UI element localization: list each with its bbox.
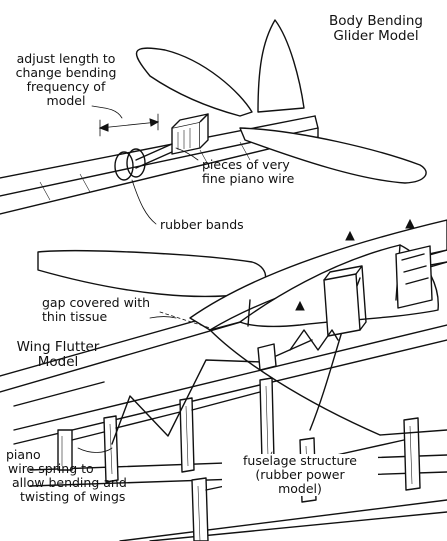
- fuselage-line-3: model): [278, 481, 322, 496]
- flutter-cross-bars: [13, 381, 405, 491]
- fuselage-line-1: fuselage structure: [243, 453, 357, 468]
- glider-model: [0, 19, 427, 298]
- piano-spring-label: piano wire spring to allow bending and t…: [6, 448, 127, 504]
- fuselage-label: fuselage structure (rubber power model): [222, 454, 378, 496]
- glider-bending-joint: [171, 113, 209, 155]
- gap-tissue-line-2: thin tissue: [42, 309, 108, 324]
- flutter-title: Wing Flutter Model: [2, 340, 114, 370]
- flutter-rubber-coil: [289, 329, 339, 351]
- fuselage-line-2: (rubber power: [255, 467, 345, 482]
- glider-title-line-2: Glider Model: [333, 28, 419, 44]
- piano-pieces-line-2: fine piano wire: [202, 171, 295, 186]
- flutter-title-line-1: Wing Flutter: [16, 339, 100, 355]
- gap-tissue-label: gap covered with thin tissue: [42, 296, 150, 324]
- glider-rubber-bands: [114, 148, 146, 181]
- glider-title: Body Bending Glider Model: [304, 14, 447, 44]
- adjust-length-line-2: change bending: [15, 65, 117, 80]
- rubber-bands-label: rubber bands: [160, 217, 244, 232]
- piano-pieces-label: pieces of very fine piano wire: [202, 158, 294, 186]
- flutter-title-line-2: Model: [37, 354, 79, 370]
- flutter-wing-structure: [159, 218, 447, 436]
- rubber-bands-leader: [131, 179, 157, 225]
- adjust-length-leader: [91, 105, 123, 119]
- adjust-length-line-4: model: [46, 93, 86, 108]
- adjust-length-dimension: [98, 113, 160, 137]
- piano-spring-line-3: allow bending and: [12, 475, 127, 490]
- glider-rear-stabilizer: [239, 127, 427, 184]
- adjust-length-line-3: frequency of: [26, 79, 106, 94]
- piano-pieces-line-1: pieces of very: [202, 157, 290, 172]
- gap-tissue-line-1: gap covered with: [42, 295, 151, 310]
- piano-spring-leader: [77, 447, 113, 453]
- glider-title-line-1: Body Bending: [329, 13, 423, 29]
- gap-tissue-leader: [149, 316, 177, 319]
- glider-piano-wire: [135, 143, 173, 169]
- flutter-piano-wire-spring: [111, 339, 313, 445]
- glider-fin: [257, 19, 305, 113]
- adjust-length-label: adjust length to change bending frequenc…: [8, 52, 124, 108]
- adjust-length-line-1: adjust length to: [16, 51, 116, 66]
- piano-pieces-leader: [175, 147, 199, 161]
- piano-spring-line-1: piano: [6, 447, 41, 462]
- glider-tail-plane: [135, 47, 253, 117]
- glider-main-wing: [37, 250, 267, 298]
- piano-spring-line-4: twisting of wings: [20, 489, 126, 504]
- piano-spring-line-2: wire spring to: [8, 461, 94, 476]
